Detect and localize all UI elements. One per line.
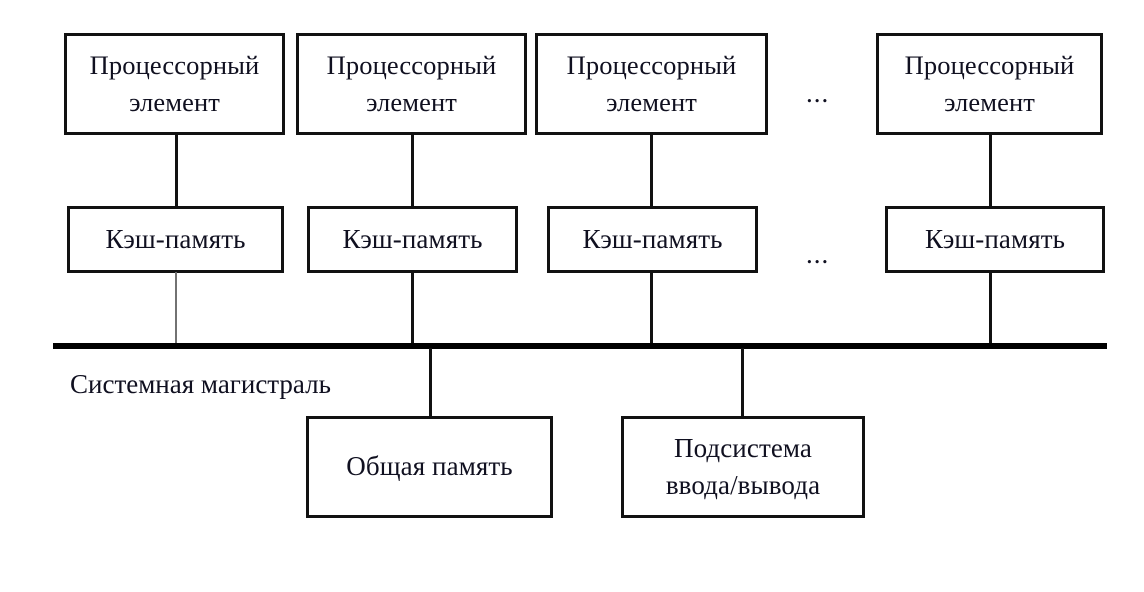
connector-cache3-to-bus bbox=[650, 272, 653, 346]
ellipsis-processing-elements: ... bbox=[806, 78, 830, 108]
connector-pe2-to-cache2 bbox=[411, 133, 414, 207]
io-subsystem-box[interactable]: Подсистема ввода/вывода bbox=[621, 416, 865, 518]
shared-memory-box[interactable]: Общая память bbox=[306, 416, 553, 518]
cache-label: Кэш-память bbox=[924, 223, 1066, 254]
cache-label: Кэш-память bbox=[105, 223, 246, 254]
cache-box-1[interactable]: Кэш-память bbox=[67, 206, 284, 273]
system-bus-line[interactable] bbox=[53, 343, 1107, 349]
cache-label: Кэш-память bbox=[342, 223, 483, 254]
cache-box-4[interactable]: Кэш-память bbox=[885, 206, 1105, 273]
processing-element-label-line1: Процессорный bbox=[566, 50, 737, 81]
processing-element-label-line1: Процессорный bbox=[89, 50, 260, 81]
shared-memory-label-line1: Общая память bbox=[346, 451, 513, 482]
io-subsystem-label-line1: Подсистема bbox=[673, 432, 813, 463]
processing-element-label-line1: Процессорный bbox=[904, 50, 1075, 81]
processing-element-box-2[interactable]: Процессорный элемент bbox=[296, 33, 527, 135]
system-bus-label: Системная магистраль bbox=[70, 369, 331, 399]
connector-bus-to-io-subsystem bbox=[741, 348, 744, 416]
processing-element-box-1[interactable]: Процессорный элемент bbox=[64, 33, 285, 135]
cache-box-3[interactable]: Кэш-память bbox=[547, 206, 758, 273]
ellipsis-caches: ... bbox=[806, 239, 830, 269]
connector-pe3-to-cache3 bbox=[650, 133, 653, 207]
cache-box-2[interactable]: Кэш-память bbox=[307, 206, 518, 273]
connector-pe1-to-cache1 bbox=[175, 133, 178, 207]
io-subsystem-label-line2: ввода/вывода bbox=[665, 470, 821, 500]
processing-element-box-4[interactable]: Процессорный элемент bbox=[876, 33, 1103, 135]
connector-cache1-to-bus bbox=[175, 272, 177, 346]
processing-element-label-line2: элемент bbox=[129, 87, 220, 117]
cache-label: Кэш-память bbox=[582, 223, 723, 254]
connector-cache4-to-bus bbox=[989, 272, 992, 346]
processing-element-label-line1: Процессорный bbox=[326, 50, 497, 81]
processing-element-label-line2: элемент bbox=[944, 87, 1035, 117]
processing-element-label-line2: элемент bbox=[366, 87, 457, 117]
connector-pe4-to-cache4 bbox=[989, 133, 992, 207]
processing-element-box-3[interactable]: Процессорный элемент bbox=[535, 33, 768, 135]
connector-bus-to-shared-memory bbox=[429, 348, 432, 416]
connector-cache2-to-bus bbox=[411, 272, 414, 346]
processing-element-label-line2: элемент bbox=[606, 87, 697, 117]
